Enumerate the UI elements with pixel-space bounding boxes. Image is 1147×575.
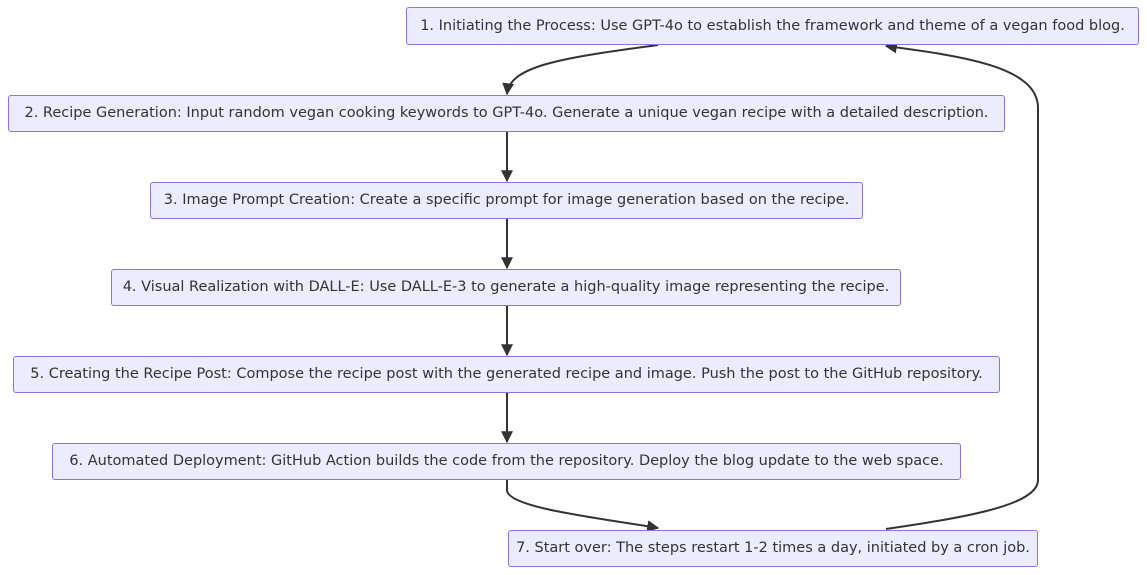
step-7-label: 7. Start over: The steps restart 1-2 tim… bbox=[516, 540, 1030, 557]
step-2-node: 2. Recipe Generation: Input random vegan… bbox=[8, 95, 1005, 132]
step-7-node: 7. Start over: The steps restart 1-2 tim… bbox=[508, 530, 1038, 567]
step-5-label: 5. Creating the Recipe Post: Compose the… bbox=[30, 366, 983, 383]
step-3-label: 3. Image Prompt Creation: Create a speci… bbox=[163, 192, 850, 209]
edge-6-to-7 bbox=[506, 480, 660, 533]
step-1-node: 1. Initiating the Process: Use GPT-4o to… bbox=[406, 7, 1139, 45]
step-4-node: 4. Visual Realization with DALL-E: Use D… bbox=[111, 269, 901, 306]
step-3-node: 3. Image Prompt Creation: Create a speci… bbox=[150, 182, 863, 219]
step-6-label: 6. Automated Deployment: GitHub Action b… bbox=[69, 453, 944, 470]
step-4-label: 4. Visual Realization with DALL-E: Use D… bbox=[122, 279, 890, 296]
edge-7-to-1 bbox=[884, 41, 1039, 530]
step-6-node: 6. Automated Deployment: GitHub Action b… bbox=[52, 443, 961, 480]
step-2-label: 2. Recipe Generation: Input random vegan… bbox=[24, 105, 989, 122]
step-5-node: 5. Creating the Recipe Post: Compose the… bbox=[13, 356, 1000, 393]
edge-1-to-2 bbox=[502, 44, 659, 96]
step-1-label: 1. Initiating the Process: Use GPT-4o to… bbox=[420, 17, 1125, 34]
